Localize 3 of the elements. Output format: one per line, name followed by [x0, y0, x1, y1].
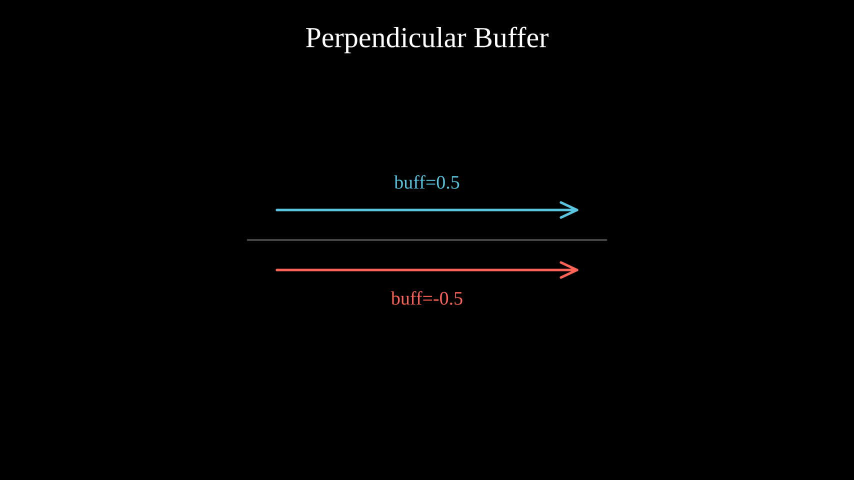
arrow-label: buff=-0.5 [390, 291, 462, 305]
arrow-label: buff=0.5 [394, 175, 460, 189]
title: Perpendicular Buffer [306, 26, 548, 54]
